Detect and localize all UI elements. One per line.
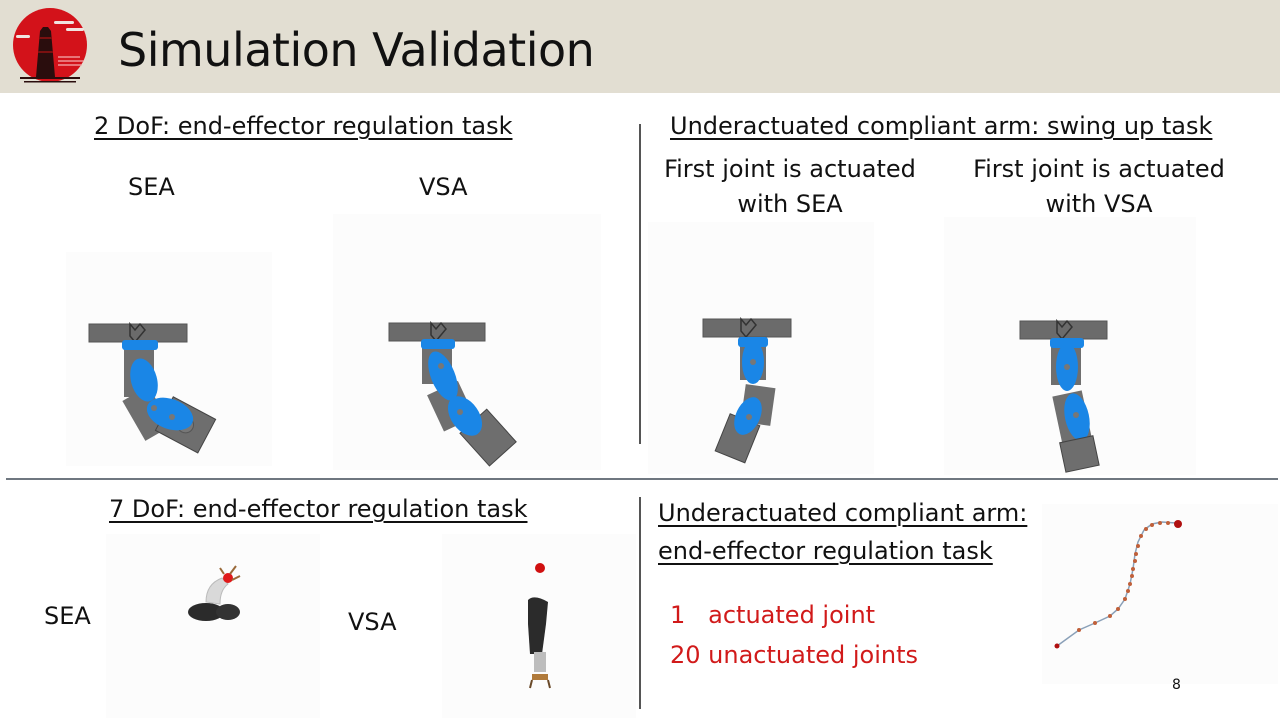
- chain-trajectory-icon: [1054, 520, 1182, 649]
- caption-swing-vsa-line2: with VSA: [1045, 190, 1153, 218]
- stat-actuated-joint: 1 actuated joint: [670, 601, 876, 629]
- horizontal-divider: [6, 478, 1278, 480]
- caption-swing-sea-line2: with SEA: [737, 190, 843, 218]
- vertical-divider-top: [639, 124, 641, 444]
- robot-arm-7dof-sea-icon: [188, 565, 241, 621]
- section-heading-underactuated-line1: Underactuated compliant arm:: [658, 499, 1028, 527]
- sim-video-2dof-vsa[interactable]: [333, 214, 601, 470]
- caption-swing-sea-line1: First joint is actuated: [664, 155, 916, 183]
- label-vsa-2dof: VSA: [419, 173, 468, 201]
- section-heading-swing-up: Underactuated compliant arm: swing up ta…: [670, 112, 1213, 140]
- label-sea-7dof: SEA: [44, 602, 91, 630]
- sim-video-7dof-vsa[interactable]: [442, 534, 636, 718]
- sim-video-swing-sea[interactable]: [648, 222, 874, 474]
- section-heading-2dof: 2 DoF: end-effector regulation task: [94, 112, 513, 140]
- stat-unactuated-joints: 20 unactuated joints: [670, 641, 919, 669]
- robot-arm-2dof-sea-icon: [88, 321, 217, 454]
- sim-plot-underactuated[interactable]: [1042, 504, 1278, 684]
- section-heading-7dof: 7 DoF: end-effector regulation task: [109, 495, 528, 523]
- label-vsa-7dof: VSA: [348, 608, 397, 636]
- vertical-divider-bottom: [639, 497, 641, 709]
- caption-swing-sea: First joint is actuated with SEA: [650, 155, 930, 218]
- slide-title: Simulation Validation: [118, 23, 595, 77]
- robot-arm-7dof-vsa-icon: [528, 563, 551, 689]
- robot-arm-swing-vsa-icon: [1019, 318, 1108, 473]
- sim-video-2dof-sea[interactable]: [66, 252, 272, 466]
- label-sea-2dof: SEA: [128, 173, 175, 201]
- sim-video-swing-vsa[interactable]: [944, 217, 1196, 475]
- robot-arm-2dof-vsa-icon: [388, 320, 517, 467]
- page-number: 8: [1172, 677, 1181, 693]
- caption-swing-vsa-line1: First joint is actuated: [973, 155, 1225, 183]
- slide-header: Simulation Validation: [0, 0, 1280, 93]
- sim-video-7dof-sea[interactable]: [106, 534, 320, 718]
- section-heading-underactuated-line2: end-effector regulation task: [658, 537, 993, 565]
- caption-swing-vsa: First joint is actuated with VSA: [959, 155, 1239, 218]
- robot-arm-swing-sea-icon: [702, 316, 792, 464]
- university-logo-icon: [10, 7, 90, 87]
